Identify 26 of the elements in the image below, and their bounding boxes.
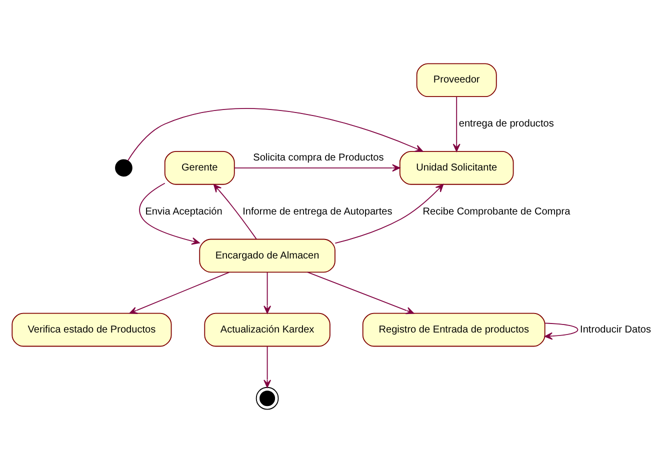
arrow xyxy=(127,108,424,161)
arrow xyxy=(129,271,230,314)
edge-label: Informe de entrega de Autopartes xyxy=(242,206,392,217)
arrow xyxy=(213,184,257,240)
edge-label: Solicita compra de Productos xyxy=(253,152,384,163)
node-box: Actualización Kardex xyxy=(204,312,330,346)
node-box: Verifica estado de Productos xyxy=(12,312,172,346)
node-bullseye xyxy=(256,386,279,410)
arrow xyxy=(264,346,272,388)
edge-label: Recibe Comprobante de Compra xyxy=(422,206,570,217)
edge-label: Introducir Datos xyxy=(580,324,651,335)
arrow xyxy=(264,271,272,314)
node-box: Registro de Entrada de productos xyxy=(362,312,546,346)
node-box: Unidad Solicitante xyxy=(399,150,514,184)
edge-label: Envia Aceptación xyxy=(145,206,222,217)
node-box: Gerente xyxy=(164,150,235,184)
arrow xyxy=(334,183,444,244)
node-box: Encargado de Almacen xyxy=(199,238,336,272)
arrow xyxy=(234,164,400,172)
arrow xyxy=(544,322,578,340)
arrow xyxy=(452,96,460,152)
arrow xyxy=(307,271,414,314)
node-circle xyxy=(115,158,132,176)
node-box: Proveedor xyxy=(416,62,497,97)
arrow xyxy=(139,182,200,244)
edge-label: entrega de productos xyxy=(458,118,554,130)
